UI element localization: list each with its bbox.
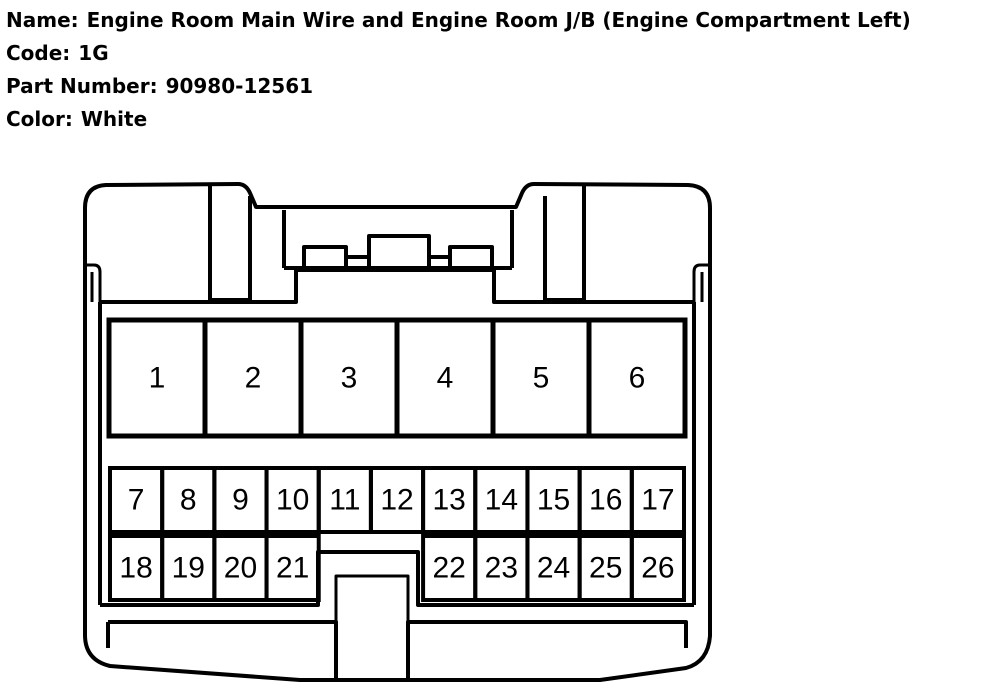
pin-label-8: 8 (180, 484, 197, 517)
side-rib-right (692, 263, 708, 302)
pin-label-4: 4 (437, 362, 454, 395)
code-row: Code: 1G (6, 37, 911, 70)
code-label: Code: (6, 41, 71, 65)
pin-label-6: 6 (629, 362, 646, 395)
part-number-label: Part Number: (6, 74, 158, 98)
pin-label-20: 20 (224, 552, 257, 585)
large-terminal-row: 1 2 3 4 5 6 (106, 317, 688, 439)
name-label: Name: (6, 8, 79, 32)
pin-label-22: 22 (432, 552, 465, 585)
side-rib-left (87, 263, 102, 302)
small-terminal-row-1: 7 8 9 10 11 12 13 14 15 16 17 (108, 466, 686, 534)
pin-label-14: 14 (485, 484, 518, 517)
pin-label-10: 10 (276, 484, 309, 517)
lock-tab-right (448, 245, 494, 270)
pin-cavity-6 (586, 317, 688, 439)
pin-cavity-26 (629, 534, 686, 602)
bottom-ledge-left (100, 550, 694, 607)
name-value: Engine Room Main Wire and Engine Room J/… (86, 8, 911, 32)
pin-label-3: 3 (341, 362, 358, 395)
small-terminal-row-2: 18 19 20 21 22 23 24 25 26 (108, 534, 686, 602)
part-number-value: 90980-12561 (165, 74, 314, 98)
pin-label-17: 17 (641, 484, 674, 517)
lock-tab-left (302, 245, 348, 270)
pin-label-21: 21 (276, 552, 309, 585)
pin-label-5: 5 (533, 362, 550, 395)
pin-label-1: 1 (149, 362, 166, 395)
part-number-row: Part Number: 90980-12561 (6, 70, 911, 103)
pin-cavity-21 (264, 534, 321, 602)
pin-label-9: 9 (232, 484, 249, 517)
code-value: 1G (78, 41, 109, 65)
pin-label-12: 12 (380, 484, 413, 517)
pin-label-13: 13 (432, 484, 465, 517)
pin-label-26: 26 (641, 552, 674, 585)
pin-label-24: 24 (537, 552, 570, 585)
pin-label-23: 23 (485, 552, 518, 585)
housing-outer-outline (83, 182, 712, 682)
color-row: Color: White (6, 103, 911, 136)
center-lock-housing (282, 210, 514, 270)
pin-label-11: 11 (329, 484, 360, 517)
pin-label-7: 7 (128, 484, 145, 517)
connector-housing (83, 182, 712, 682)
connector-info: Name: Engine Room Main Wire and Engine Ro… (6, 4, 911, 136)
color-label: Color: (6, 107, 73, 131)
pin-label-16: 16 (589, 484, 622, 517)
keyway-slot (334, 574, 410, 682)
pin-label-2: 2 (245, 362, 262, 395)
latch-boss-left (208, 186, 252, 302)
pin-label-25: 25 (589, 552, 622, 585)
pin-cavity-17 (629, 466, 686, 534)
latch-boss-right (543, 186, 586, 302)
inner-wall-top (100, 268, 694, 304)
lock-tab-center (367, 234, 431, 270)
pin-label-15: 15 (537, 484, 570, 517)
pin-label-19: 19 (172, 552, 205, 585)
color-value: White (80, 107, 148, 131)
name-row: Name: Engine Room Main Wire and Engine Ro… (6, 4, 911, 37)
pin-label-18: 18 (119, 552, 152, 585)
